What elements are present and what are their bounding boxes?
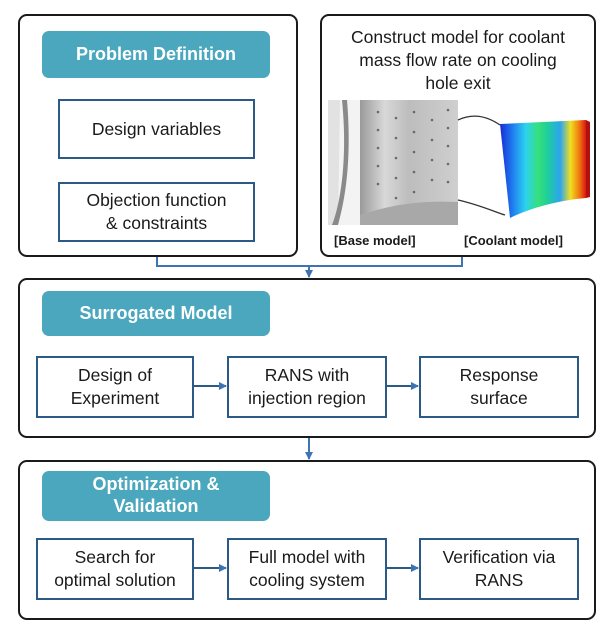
response-surface-box: Response surface [419,356,579,418]
design-of-experiment-label: Design of Experiment [70,365,160,408]
optimization-header: Optimization & Validation [42,471,270,521]
verification-box: Verification via RANS [419,538,579,600]
design-of-experiment-box: Design of Experiment [36,356,194,418]
design-variables-label: Design variables [91,118,222,139]
objective-function-box: Objection function & constraints [58,182,255,242]
base-model-image [328,100,458,225]
full-model-box: Full model with cooling system [227,538,387,600]
search-optimal-box: Search for optimal solution [36,538,194,600]
problem-definition-header: Problem Definition [42,31,270,78]
response-surface-label: Response surface [459,365,539,408]
coolant-model-title: Construct model for coolant mass flow ra… [351,27,565,93]
coolant-model-caption: [Coolant model] [464,233,563,248]
surrogated-model-header: Surrogated Model [42,291,270,336]
rans-injection-label: RANS with injection region [248,365,366,408]
verification-label: Verification via RANS [442,547,556,590]
full-model-label: Full model with cooling system [248,547,366,590]
base-model-caption: [Base model] [334,233,416,248]
top-bracket-connector [156,257,463,267]
search-optimal-label: Search for optimal solution [54,547,176,590]
objective-function-label: Objection function & constraints [86,190,227,233]
design-variables-box: Design variables [58,99,255,159]
rans-injection-box: RANS with injection region [227,356,387,418]
coolant-model-image [457,115,590,218]
